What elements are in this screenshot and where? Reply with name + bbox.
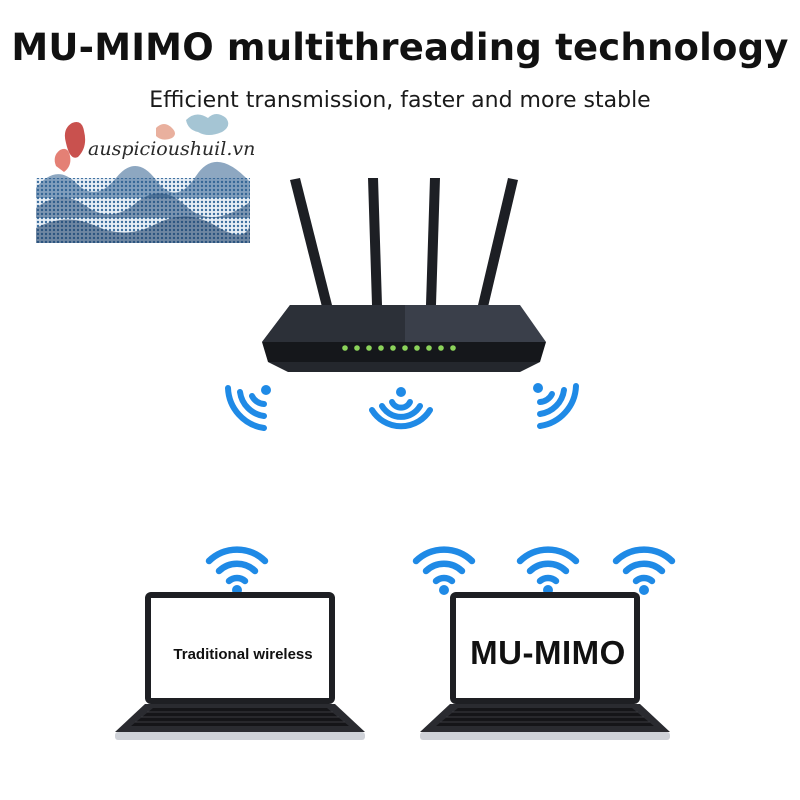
wifi-icon [205, 543, 269, 595]
laptop-mu-mimo: MU-MIMO [418, 590, 678, 742]
wifi-icon [516, 543, 580, 595]
page-title: MU-MIMO multithreading technology [11, 26, 789, 69]
wifi-icon [612, 543, 676, 595]
signal-wave-left-icon [225, 385, 271, 431]
laptop-screen-label: MU-MIMO [470, 634, 626, 671]
signal-wave-center-icon [369, 387, 433, 430]
laptop-screen-label: Traditional wireless [173, 646, 313, 663]
wave-artwork-icon [36, 114, 250, 243]
router-icon [262, 178, 546, 372]
signal-wave-right-icon [533, 383, 579, 429]
wifi-icon [412, 543, 476, 595]
watermark-text: auspicioushuil.vn [88, 138, 256, 160]
page-subtitle: Efficient transmission, faster and more … [149, 88, 651, 113]
laptop-traditional: Traditional wireless [113, 590, 373, 742]
laptop-icon [420, 592, 670, 740]
watermark: auspicioushuil.vn [36, 108, 255, 243]
laptop-icon [115, 592, 365, 740]
